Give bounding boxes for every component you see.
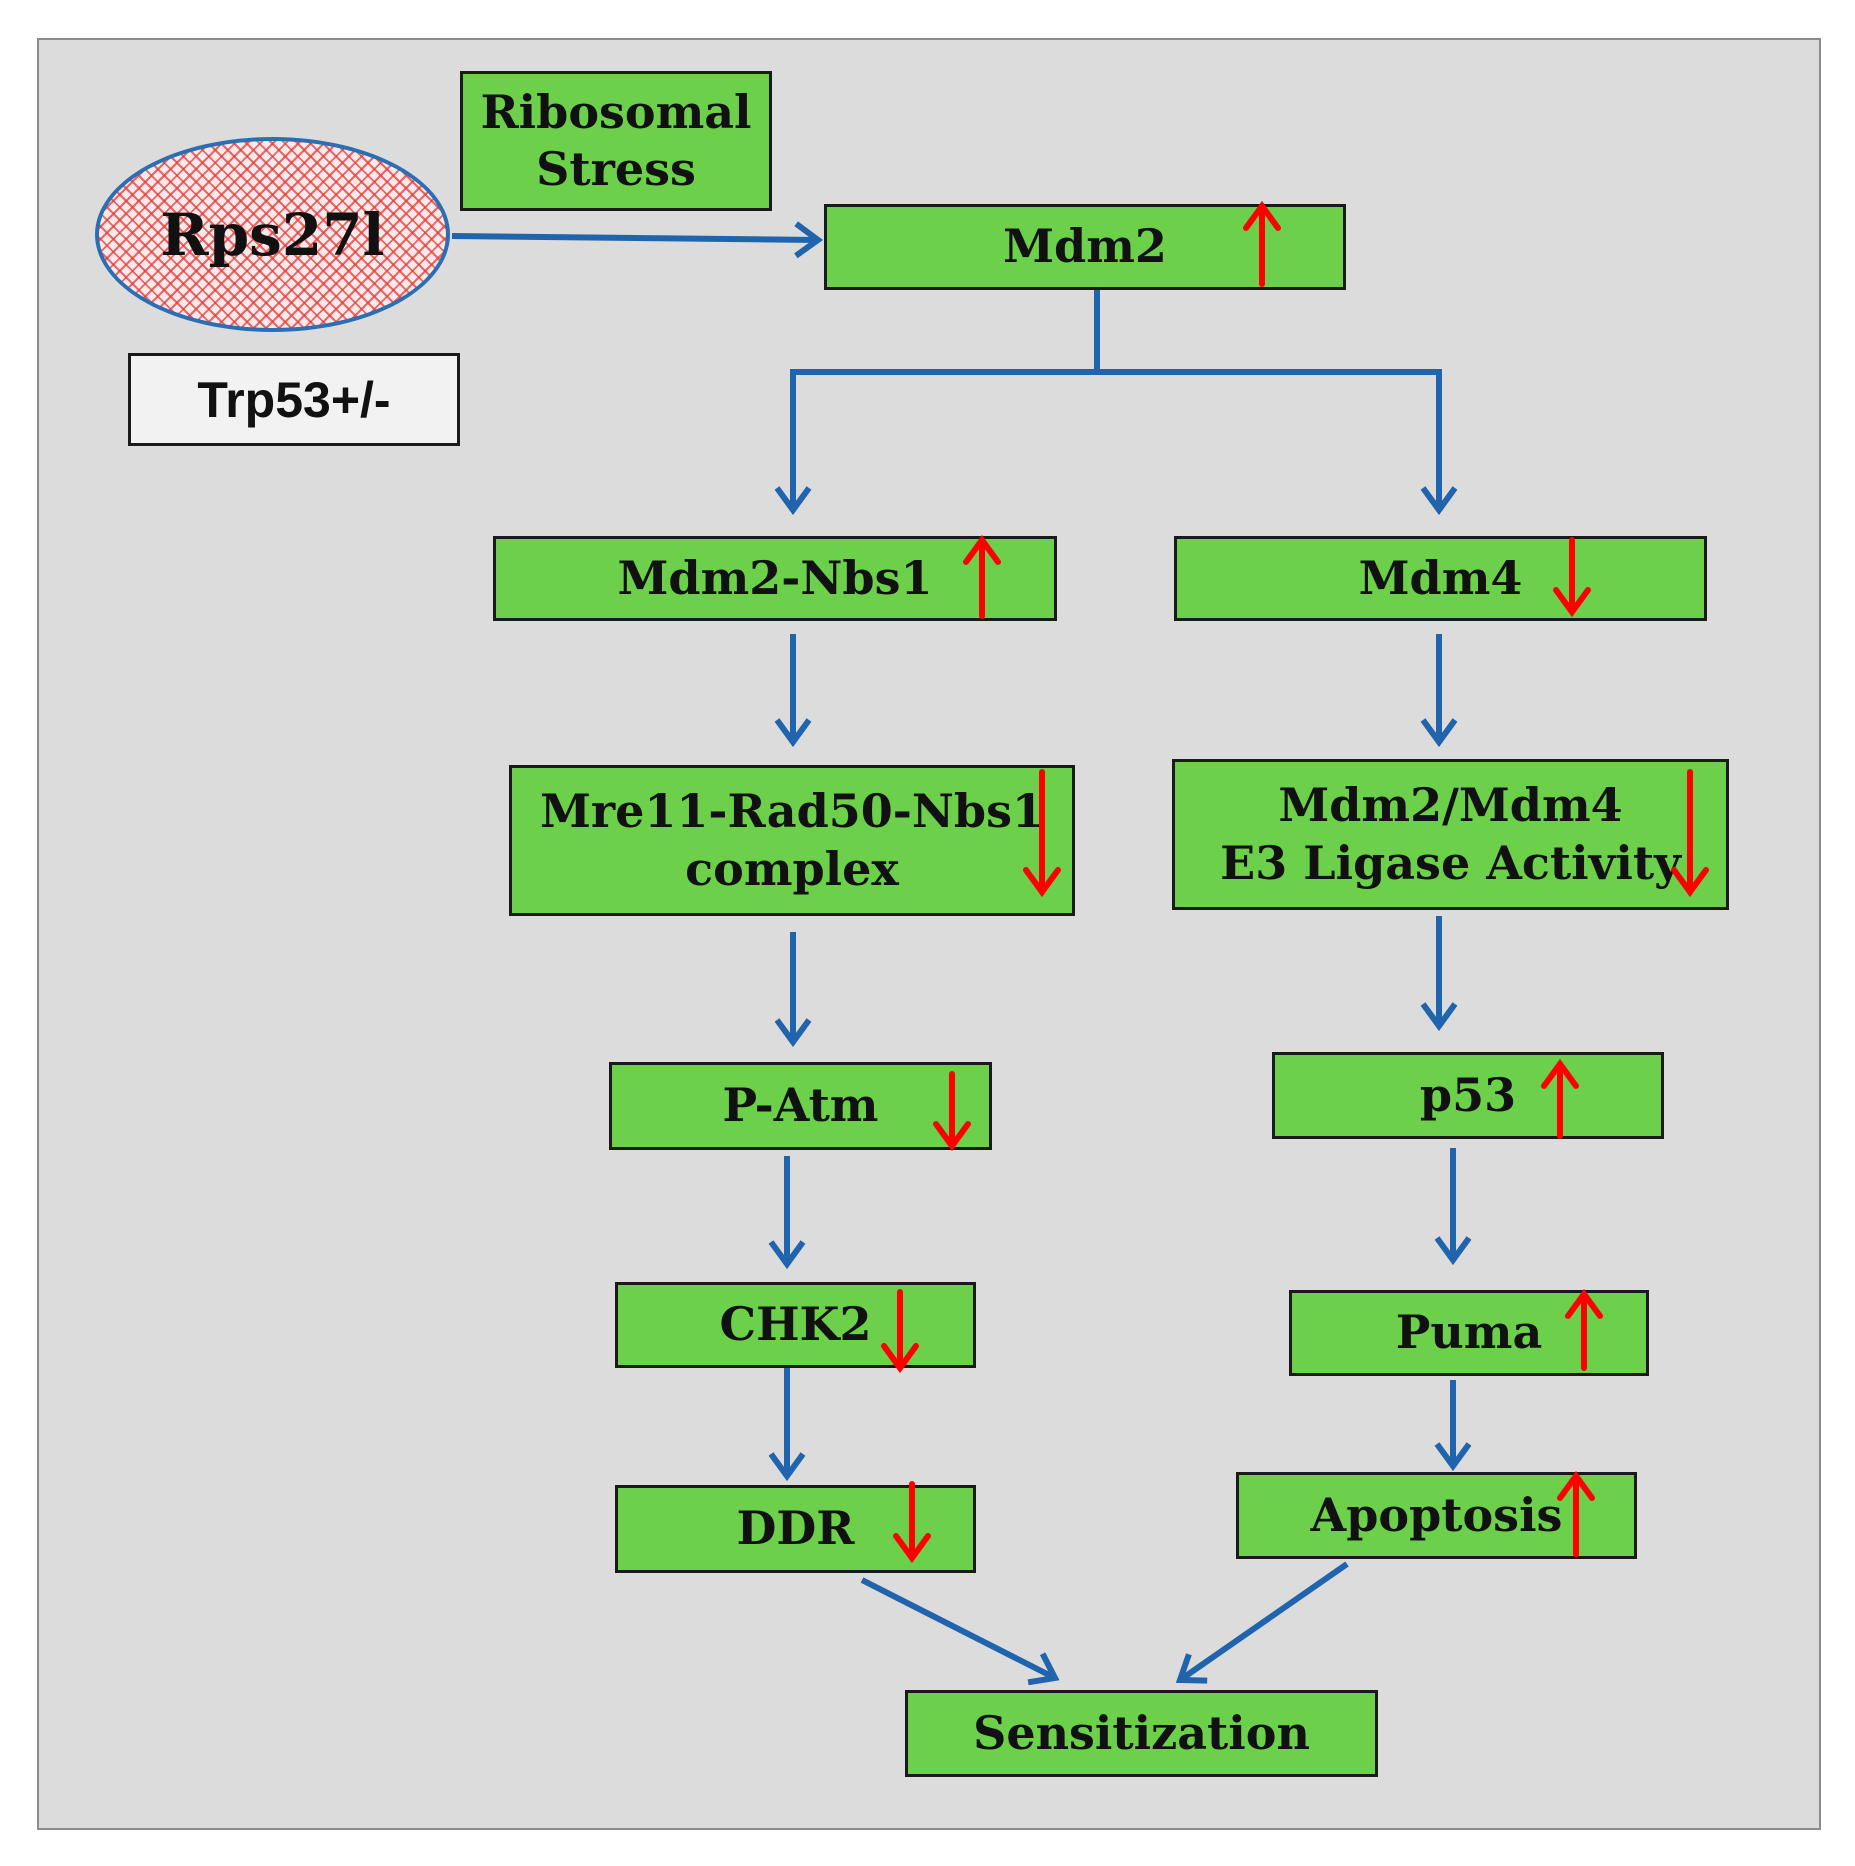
change-down-icon [1023, 769, 1061, 898]
rps27l-label: Rps27l [160, 200, 385, 269]
node-puma: Puma [1289, 1290, 1649, 1376]
rps27l-node: Rps27l [95, 137, 450, 332]
node-mdm4: Mdm4 [1174, 536, 1707, 621]
ribosomal-stress-label: Ribosomal Stress [480, 84, 752, 197]
change-down-icon [881, 1289, 919, 1374]
node-p53-label: p53 [1419, 1067, 1517, 1122]
change-up-icon [963, 534, 1001, 619]
node-e3-ligase-activity-label: Mdm2/Mdm4 E3 Ligase Activity [1220, 778, 1681, 890]
node-mdm2-nbs1: Mdm2-Nbs1 [493, 536, 1057, 621]
edge-mdm2-mdm4 [1097, 369, 1458, 516]
node-p53: p53 [1272, 1052, 1664, 1139]
node-chk2: CHK2 [615, 1282, 976, 1368]
node-e3-ligase-activity: Mdm2/Mdm4 E3 Ligase Activity [1172, 759, 1729, 910]
change-up-icon [1565, 1288, 1603, 1371]
change-up-icon [1541, 1058, 1579, 1139]
change-up-icon [1243, 200, 1281, 287]
node-mdm2-nbs1-label: Mdm2-Nbs1 [617, 550, 933, 605]
change-down-icon [1553, 537, 1591, 618]
change-down-icon [933, 1071, 971, 1152]
edge-apoptosis-sensitization [1175, 1561, 1349, 1684]
node-mdm4-label: Mdm4 [1358, 550, 1523, 605]
ribosomal-stress-box: Ribosomal Stress [460, 71, 772, 211]
node-p-atm-label: P-Atm [722, 1078, 879, 1133]
node-puma-label: Puma [1395, 1305, 1543, 1360]
node-chk2-label: CHK2 [719, 1297, 872, 1352]
change-down-icon [1671, 769, 1709, 898]
edge-mdm2-split [774, 288, 1100, 516]
genotype-label-box: Trp53+/- [128, 353, 460, 446]
node-ddr: DDR [615, 1485, 976, 1573]
node-apoptosis-label: Apoptosis [1310, 1487, 1563, 1542]
edge-rps27l-mdm2 [451, 221, 824, 259]
edge-ddr-sensitization [860, 1577, 1060, 1686]
node-mre11-rad50-nbs1-label: Mre11-Rad50-Nbs1 complex [539, 784, 1044, 896]
node-sensitization: Sensitization [905, 1690, 1378, 1777]
node-ddr-label: DDR [736, 1501, 855, 1556]
genotype-label: Trp53+/- [197, 371, 391, 428]
change-down-icon [893, 1481, 931, 1564]
node-p-atm: P-Atm [609, 1062, 992, 1150]
node-mdm2-label: Mdm2 [1003, 219, 1167, 274]
node-mre11-rad50-nbs1: Mre11-Rad50-Nbs1 complex [509, 765, 1075, 916]
change-up-icon [1557, 1470, 1595, 1557]
node-sensitization-label: Sensitization [973, 1705, 1310, 1760]
